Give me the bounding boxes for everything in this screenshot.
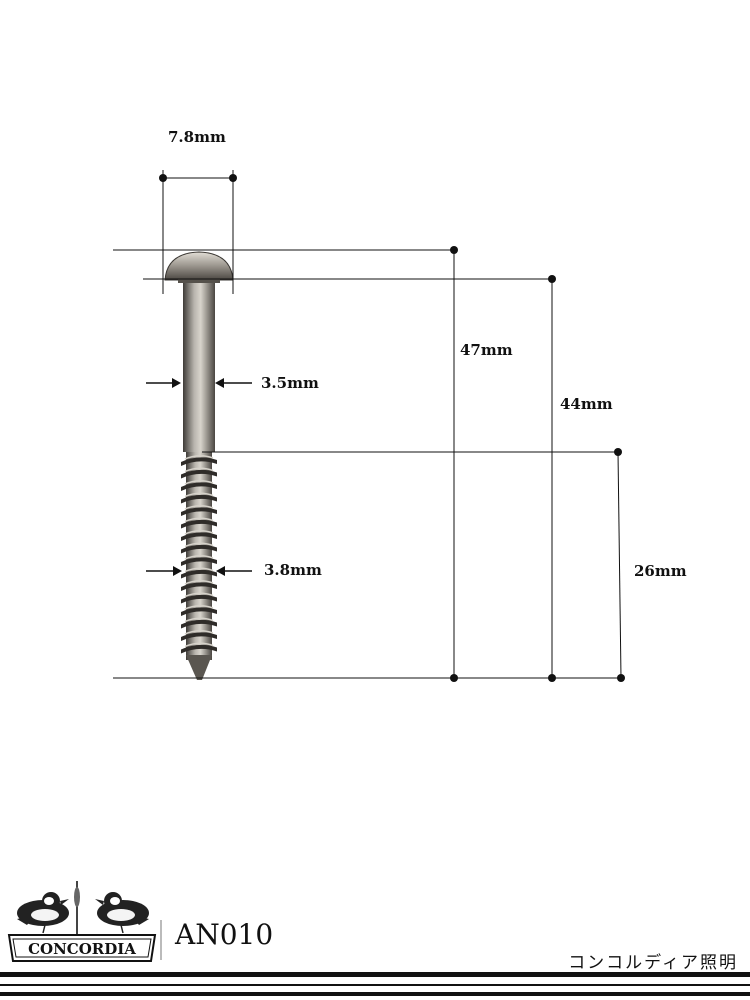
brand-name-japanese: コンコルディア照明 bbox=[568, 953, 738, 973]
dimension-dot bbox=[229, 174, 237, 182]
screw-shank bbox=[183, 282, 215, 452]
shank-diameter-label: 3.5mm bbox=[261, 374, 319, 392]
screw-head bbox=[164, 251, 234, 281]
thread-ridge bbox=[181, 544, 217, 554]
thread-highlight bbox=[184, 555, 214, 560]
thread-highlight bbox=[184, 455, 214, 460]
thread-highlight bbox=[184, 605, 214, 610]
dimension-dot bbox=[450, 674, 458, 682]
concordia-logo: CONCORDIA bbox=[7, 881, 157, 962]
total-length-dimension: 47mm bbox=[450, 246, 513, 682]
thread-ridge bbox=[181, 457, 217, 466]
body-length-label: 44mm bbox=[560, 395, 613, 413]
logo-banner: CONCORDIA bbox=[7, 934, 157, 962]
thread-ridge bbox=[181, 644, 217, 654]
shank-diameter-dimension: 3.5mm bbox=[146, 374, 319, 392]
thread-highlight bbox=[184, 617, 214, 623]
head-diameter-dimension: 7.8mm bbox=[159, 128, 237, 294]
thread-ridge bbox=[181, 632, 217, 641]
thread-ridge bbox=[181, 607, 217, 616]
thread-length-label: 26mm bbox=[634, 562, 687, 580]
thread-highlight bbox=[184, 642, 214, 648]
dimension-dot bbox=[548, 275, 556, 283]
thread-highlight bbox=[184, 567, 214, 573]
thread-length-dimension: 26mm bbox=[614, 448, 687, 682]
logo-divider bbox=[160, 920, 162, 960]
dimension-dot bbox=[614, 448, 622, 456]
footer-rule bbox=[0, 984, 750, 986]
thread-ridge bbox=[181, 519, 217, 529]
dimension-dot bbox=[450, 246, 458, 254]
thread-highlight bbox=[184, 542, 214, 548]
thread-ridge bbox=[181, 532, 217, 541]
footer-rule bbox=[0, 972, 750, 977]
thread-ridge bbox=[181, 569, 217, 579]
thread-highlight bbox=[184, 592, 214, 598]
thread-highlight bbox=[184, 630, 214, 635]
bird-right-icon bbox=[95, 892, 149, 934]
thread-highlight bbox=[184, 492, 214, 498]
thread-ridge bbox=[181, 507, 217, 516]
thread-ridge bbox=[181, 469, 217, 479]
thread-ridge bbox=[181, 594, 217, 604]
thread-highlight bbox=[184, 467, 214, 473]
thread-ridge bbox=[181, 582, 217, 591]
dimension-dot bbox=[159, 174, 167, 182]
thread-highlight bbox=[184, 517, 214, 523]
bird-left-icon bbox=[17, 892, 69, 934]
thread-diameter-label: 3.8mm bbox=[264, 561, 322, 579]
thread-ridge bbox=[181, 482, 217, 491]
logo-text: CONCORDIA bbox=[28, 940, 136, 958]
footer: CONCORDIA bbox=[0, 870, 750, 1000]
thread-highlight bbox=[184, 505, 214, 510]
head-diameter-label: 7.8mm bbox=[168, 128, 226, 146]
screw-dimension-diagram: 7.8mm 3.5mm 3.8mm 47mm 44mm bbox=[113, 128, 687, 682]
total-length-label: 47mm bbox=[460, 341, 513, 359]
dimension-dot bbox=[617, 674, 625, 682]
thread-diameter-dimension: 3.8mm bbox=[146, 561, 322, 579]
product-code: AN010 bbox=[175, 918, 274, 951]
thread-highlight bbox=[184, 530, 214, 535]
thread-ridge bbox=[181, 619, 217, 629]
screw-tip bbox=[186, 655, 212, 680]
thread-highlight bbox=[184, 580, 214, 585]
footer-rule bbox=[0, 992, 750, 996]
thread-ridge bbox=[181, 494, 217, 504]
body-length-dimension: 44mm bbox=[548, 275, 613, 682]
stem-icon bbox=[74, 881, 80, 937]
thread-highlight bbox=[184, 480, 214, 485]
screw-threads bbox=[181, 455, 217, 654]
reference-lines bbox=[113, 249, 621, 679]
screw-head-slot-shadow bbox=[178, 278, 220, 283]
screw-illustration bbox=[164, 251, 234, 680]
dimension-dot bbox=[548, 674, 556, 682]
thread-ridge bbox=[181, 557, 217, 566]
